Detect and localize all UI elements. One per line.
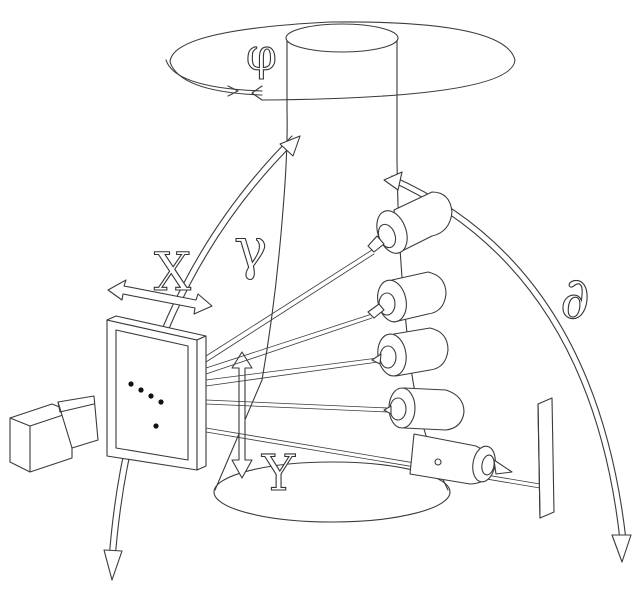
camera-icon (9, 395, 99, 473)
label-x: X (154, 243, 191, 303)
label-gamma: γ (234, 217, 267, 282)
xray-tube (371, 327, 449, 377)
diffraction-spot (148, 393, 154, 399)
xray-tube (367, 191, 453, 254)
sample-stand (213, 23, 451, 523)
beams (205, 249, 541, 489)
label-phi: φ (246, 30, 277, 81)
label-y: Y (261, 444, 296, 502)
xray-tube (409, 433, 513, 485)
diffraction-spot (128, 381, 134, 387)
gamma-arc (103, 135, 301, 581)
diffraction-spot (153, 423, 159, 429)
phi-rotation-ring (165, 21, 516, 101)
sample-plate (537, 397, 555, 519)
label-theta: ∂ (560, 264, 590, 332)
y-arrow (231, 351, 253, 479)
diffraction-spot (138, 387, 144, 393)
xray-tube (367, 271, 447, 323)
diffraction-spot (158, 399, 164, 405)
x-arrow (107, 279, 213, 315)
detector-screen (106, 315, 207, 471)
xray-tube (383, 387, 465, 431)
